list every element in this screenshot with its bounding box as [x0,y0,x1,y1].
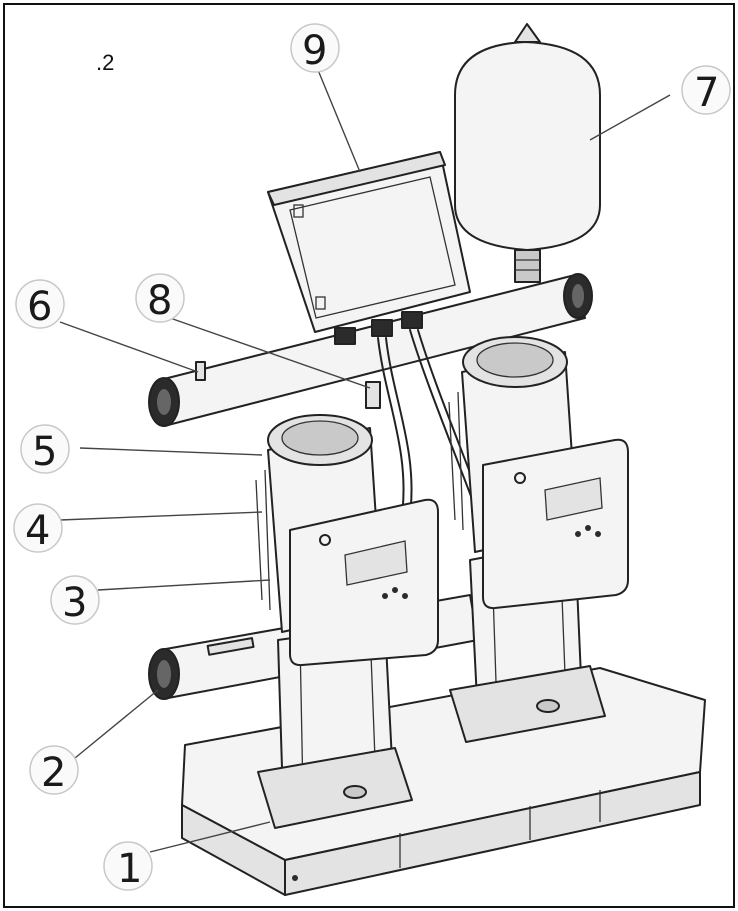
callout-number: 1 [117,846,142,892]
callout-5: 5 [20,424,70,475]
leader-lines [59,69,671,853]
leader-1 [149,821,271,853]
expansion-tank [454,23,601,283]
callout-8: 8 [135,273,185,324]
leader-7 [589,94,671,141]
callout-number: 7 [694,70,719,116]
control-panel [267,151,471,345]
callout-number: 5 [32,429,57,475]
callout-7: 7 [681,65,731,116]
callout-number: 8 [147,278,172,324]
leader-9 [317,69,361,173]
leader-8 [169,317,371,389]
callout-number: 6 [27,284,52,330]
callout-3: 3 [50,575,100,626]
callout-6: 6 [15,279,65,330]
callout-2: 2 [29,745,79,796]
pump-left [255,414,439,829]
leader-3 [97,579,271,591]
pump-right [448,336,629,743]
leader-5 [79,447,263,456]
callout-number: 3 [62,580,87,626]
callout-9: 9 [290,23,340,74]
callout-1: 1 [103,841,153,892]
callout-number: 4 [25,508,50,554]
figure-label: .2 [96,50,114,75]
leader-2 [74,689,159,759]
outlet-manifold [148,273,593,427]
leader-6 [59,321,199,373]
callout-number: 2 [41,750,66,796]
leader-4 [59,511,263,521]
callout-4: 4 [13,503,63,554]
callout-number: 9 [302,28,327,74]
